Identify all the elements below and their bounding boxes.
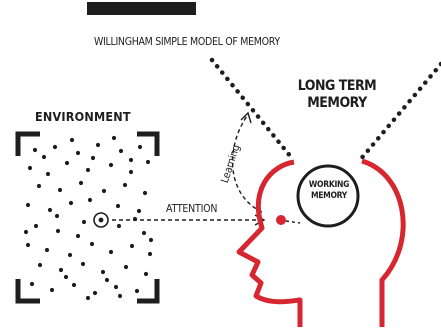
stimulus-dot [68,200,74,206]
stimulus-dot [27,165,33,171]
head-back-outline [361,158,406,327]
stimulus-dot [90,155,96,161]
head-outline [236,159,303,327]
stimulus-dot [101,188,107,194]
stimulus-dot [123,264,129,270]
stimulus-dot [81,219,87,225]
environment-label: ENVIRONMENT [35,109,131,124]
stimulus-dot [104,277,110,283]
stimulus-dot [64,160,70,166]
stimulus-dot [148,237,154,243]
stimulus-dot [145,159,151,165]
attention-to-working-memory [285,220,301,224]
stimulus-dot [54,213,60,219]
stimulus-dot [58,267,64,273]
stimulus-dot [136,208,142,214]
attention-label: ATTENTION [166,203,218,215]
stimulus-dot [113,284,119,290]
stimulus-dot [118,148,124,154]
stimulus-dot [134,288,140,294]
stimulus-dot [75,150,81,156]
stimulus-dot [44,247,50,253]
stimulus-dot [32,147,38,153]
stimulus-dot [147,251,153,257]
attended-stimulus-dot [98,217,104,223]
diagram-title: WILLINGHAM SIMPLE MODEL OF MEMORY [94,36,280,48]
stimulus-dot [25,202,31,208]
stimulus-dot [137,144,143,150]
attended-stimulus-ring [93,212,109,228]
long-term-memory-label: LONG TERM MEMORY [297,78,377,111]
stimulus-dot [128,157,134,163]
stimulus-dot [63,274,69,280]
stimulus-dot [143,271,149,277]
stimulus-dot [115,203,121,209]
stimulus-dot [49,287,55,293]
stimulus-dot [75,233,81,239]
stimulus-dot [33,223,39,229]
stimulus-dot [129,243,135,249]
environment-frame [15,131,160,304]
top-bar [87,2,196,15]
stimulus-dot [52,144,58,150]
stimulus-dot [23,229,29,235]
stimulus-dot [69,137,75,143]
stimulus-dot [92,290,98,296]
stimulus-dot [67,252,73,258]
stimulus-dot [80,261,86,267]
stimulus-dot [111,135,117,141]
long-term-memory-beams [209,57,441,163]
stimulus-dot [41,154,47,160]
learning-arrowhead [240,111,252,124]
stimulus-dot [95,142,101,148]
stimulus-dot [45,171,51,177]
stimulus-dot [78,180,84,186]
stimulus-dot [71,282,77,288]
stimulus-dot [108,249,114,255]
stimulus-dot [55,228,61,234]
stimulus-dot [25,242,31,248]
stimulus-dot [87,197,93,203]
stimulus-dot [116,223,122,229]
stimulus-dot [57,187,63,193]
stimulus-dot [47,207,53,213]
stimulus-dot [141,230,147,236]
stimulus-dot [85,295,91,301]
stimulus-dot [108,162,114,168]
stimulus-dot [37,262,43,268]
working-memory-circle [296,164,360,228]
stimulus-dot [85,167,91,173]
stimulus-dot [100,269,106,275]
stimulus-dot [89,241,95,247]
attention-entry-point [276,215,286,225]
stimulus-dot [29,281,35,287]
learning-arrow [231,115,263,213]
stimulus-dot [36,183,42,189]
stimulus-dot [117,293,123,299]
environment-stimuli [23,135,154,301]
stimulus-dot [128,169,134,175]
stimulus-dot [122,182,128,188]
working-memory-label: WORKING MEMORY [308,180,350,201]
stimulus-dot [142,190,148,196]
